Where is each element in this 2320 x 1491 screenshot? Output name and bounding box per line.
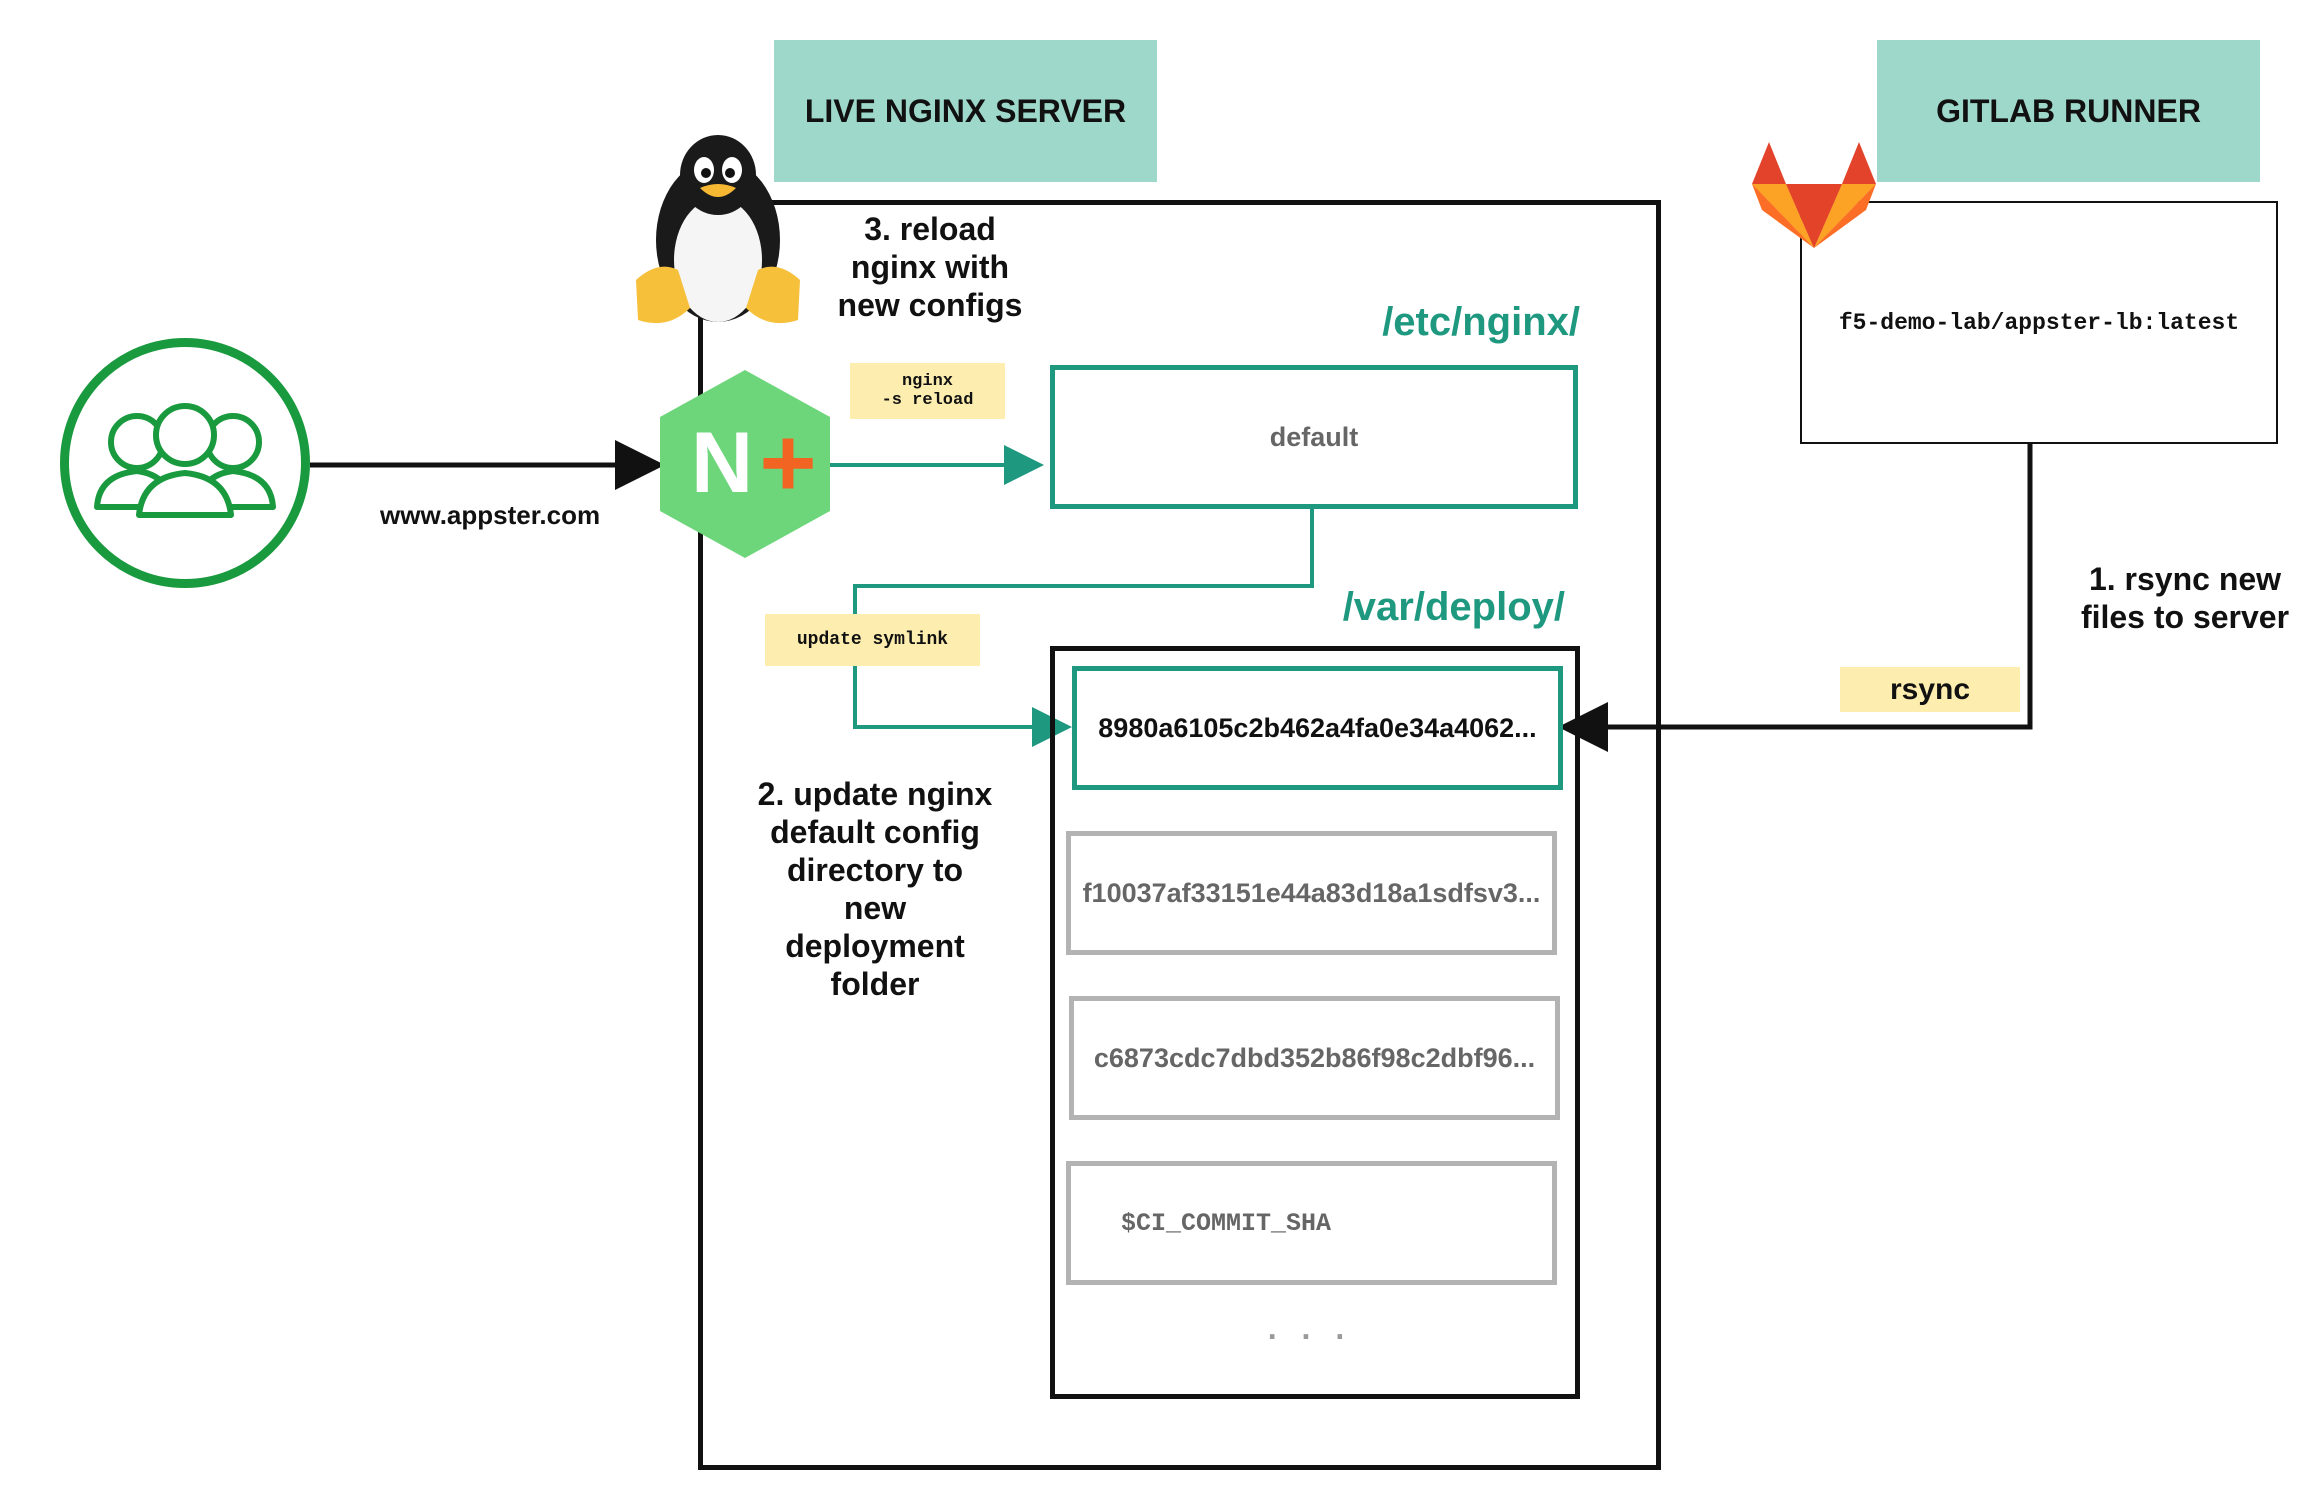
deployment-folder: c6873cdc7dbd352b86f98c2dbf96... xyxy=(1069,996,1560,1120)
rsync-text: rsync xyxy=(1889,672,1971,706)
nginx-reload-text: nginx -s reload xyxy=(881,372,974,410)
etc-nginx-path: /etc/nginx/ xyxy=(1382,300,1580,344)
nginx-reload-note: nginx -s reload xyxy=(850,363,1005,419)
live-server-frame xyxy=(698,200,1661,1470)
deployment-folder-label: $CI_COMMIT_SHA xyxy=(1121,1208,1332,1238)
gitlab-runner-title: GITLAB RUNNER xyxy=(1936,92,2201,129)
deployment-folder: $CI_COMMIT_SHA xyxy=(1066,1161,1557,1285)
nginx-logo-plus: + xyxy=(759,407,816,517)
live-nginx-server-title: LIVE NGINX SERVER xyxy=(804,92,1127,129)
var-deploy-path: /var/deploy/ xyxy=(1342,585,1565,629)
deployment-folder-active: 8980a6105c2b462a4fa0e34a4062... xyxy=(1072,666,1563,790)
step-2-label: 2. update nginx default config directory… xyxy=(757,776,993,1002)
default-config-box: default xyxy=(1050,365,1578,509)
gitlab-runner-header: GITLAB RUNNER xyxy=(1877,40,2260,182)
users-icon xyxy=(60,338,310,588)
gitlab-runner-box: f5-demo-lab/appster-lb:latest xyxy=(1800,201,2278,444)
step-3-label: 3. reload nginx with new configs xyxy=(837,211,1023,323)
rsync-note: rsync xyxy=(1840,667,2020,712)
rsync-arrow xyxy=(1558,443,2033,752)
var-deploy-frame xyxy=(1050,646,1580,1399)
symlink-arrow xyxy=(853,508,1314,747)
deployment-folder-label: f10037af33151e44a83d18a1sdfsv3... xyxy=(1082,877,1541,908)
nginx-plus-logo: N + xyxy=(660,370,830,558)
deployment-folder: f10037af33151e44a83d18a1sdfsv3... xyxy=(1066,831,1557,955)
more-deployments-ellipsis: . . . xyxy=(1267,1310,1353,1346)
update-symlink-text: update symlink xyxy=(796,630,949,650)
gitlab-fox-icon xyxy=(1752,142,1876,248)
linux-penguin-icon xyxy=(636,135,800,324)
default-config-label: default xyxy=(1269,421,1359,452)
deployment-folder-label: c6873cdc7dbd352b86f98c2dbf96... xyxy=(1093,1042,1536,1073)
live-nginx-server-header: LIVE NGINX SERVER xyxy=(774,40,1157,182)
gitlab-image-tag: f5-demo-lab/appster-lb:latest xyxy=(1838,309,2240,336)
deployment-folder-active-label: 8980a6105c2b462a4fa0e34a4062... xyxy=(1098,712,1537,743)
update-symlink-note: update symlink xyxy=(765,614,980,666)
client-domain-label: www.appster.com xyxy=(380,500,601,530)
nginx-logo-letter: N xyxy=(691,415,753,511)
step-1-label: 1. rsync new files to server xyxy=(2080,561,2290,635)
